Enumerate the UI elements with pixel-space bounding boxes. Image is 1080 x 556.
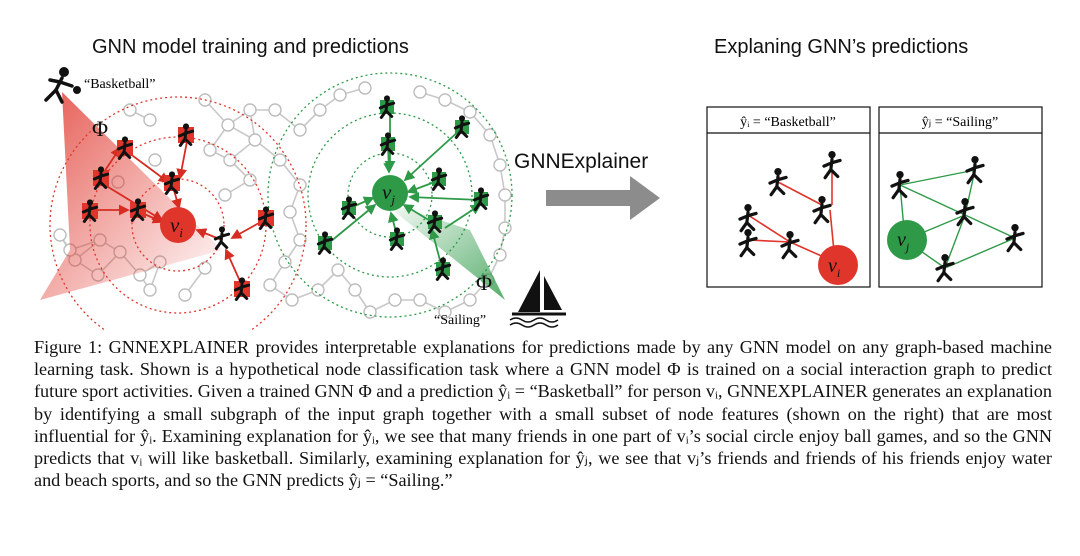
green-phi-fan	[380, 200, 505, 300]
red-phi-fan	[40, 92, 222, 300]
svg-text:vi: vi	[828, 255, 840, 280]
right-figure-title: Explaning GNN’s predictions	[714, 36, 969, 58]
figure-illustration: vi vj Φ Φ “Basketball” “Sailing” GNNExpl…	[40, 67, 1043, 330]
phi-label-red: Φ	[92, 116, 108, 141]
gnnexplainer-arrow	[546, 176, 660, 220]
basketball-quote: “Basketball”	[84, 77, 156, 92]
sailing-quote: “Sailing”	[434, 313, 486, 328]
node-vi	[160, 207, 196, 243]
panel-athlete-pictograms	[738, 150, 1025, 283]
panel-i-title: ŷᵢ = “Basketball”	[740, 115, 836, 130]
node-vi-label: vi	[170, 213, 183, 240]
caption-label: Figure 1:	[34, 337, 109, 357]
phi-label-green: Φ	[476, 270, 492, 295]
node-vj	[372, 175, 408, 211]
panel-j-title: ŷⱼ = “Sailing”	[922, 115, 998, 130]
sailing-icon	[509, 270, 566, 328]
left-figure-title: GNN model training and predictions	[92, 36, 409, 58]
figure-caption: Figure 1: GNNEXPLAINER provides interpre…	[34, 337, 1052, 491]
explanation-panel-i: ŷᵢ = “Basketball” vi	[706, 106, 871, 288]
svg-text:vj: vj	[897, 229, 910, 254]
node-vj-label: vj	[382, 180, 395, 207]
athlete-pictograms	[81, 95, 490, 301]
basketball-player-icon	[44, 67, 81, 104]
gnnexplainer-label: GNNExplainer	[514, 150, 648, 173]
explanation-panel-j: ŷⱼ = “Sailing” vj	[878, 106, 1043, 288]
